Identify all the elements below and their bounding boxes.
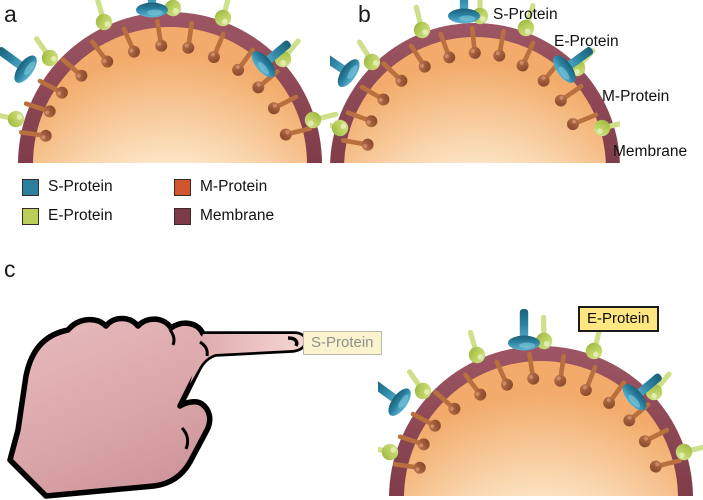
legend-label-m-protein: M-Protein xyxy=(200,178,268,195)
legend-label-s-protein: S-Protein xyxy=(48,178,113,195)
panel-letter-b: b xyxy=(358,1,371,27)
legend-item-m-protein: M-Protein xyxy=(174,178,326,196)
legend-item-membrane: Membrane xyxy=(174,207,326,225)
legend-swatch-m-protein xyxy=(174,178,191,196)
legend-label-membrane: Membrane xyxy=(200,207,275,224)
legend-label-e-protein: E-Protein xyxy=(48,207,113,224)
legend-panel-a: S-Protein M-Protein E-Protein Membrane xyxy=(22,178,326,236)
panel-b-label-s-protein: S-Protein xyxy=(493,6,558,23)
virus-diagram-panel-a xyxy=(0,0,340,163)
panel-letter-a: a xyxy=(4,1,17,27)
legend-swatch-e-protein xyxy=(22,207,39,225)
tooltip-s-protein[interactable]: S-Protein xyxy=(303,331,382,355)
legend-swatch-s-protein xyxy=(22,178,39,196)
panel-b-label-m-protein: M-Protein xyxy=(602,88,670,105)
virus-diagram-panel-b xyxy=(330,0,620,163)
tooltip-e-protein[interactable]: E-Protein xyxy=(578,306,659,332)
legend-row: S-Protein M-Protein xyxy=(22,178,326,196)
panel-b-label-membrane: Membrane xyxy=(613,143,688,160)
panel-letter-c: c xyxy=(4,256,16,282)
virus-diagram-panel-c xyxy=(378,309,703,496)
pointing-hand-cursor[interactable] xyxy=(4,310,324,500)
legend-swatch-membrane xyxy=(174,207,191,225)
legend-row: E-Protein Membrane xyxy=(22,207,326,225)
legend-item-e-protein: E-Protein xyxy=(22,207,174,225)
legend-item-s-protein: S-Protein xyxy=(22,178,174,196)
panel-b-label-e-protein: E-Protein xyxy=(554,33,619,50)
